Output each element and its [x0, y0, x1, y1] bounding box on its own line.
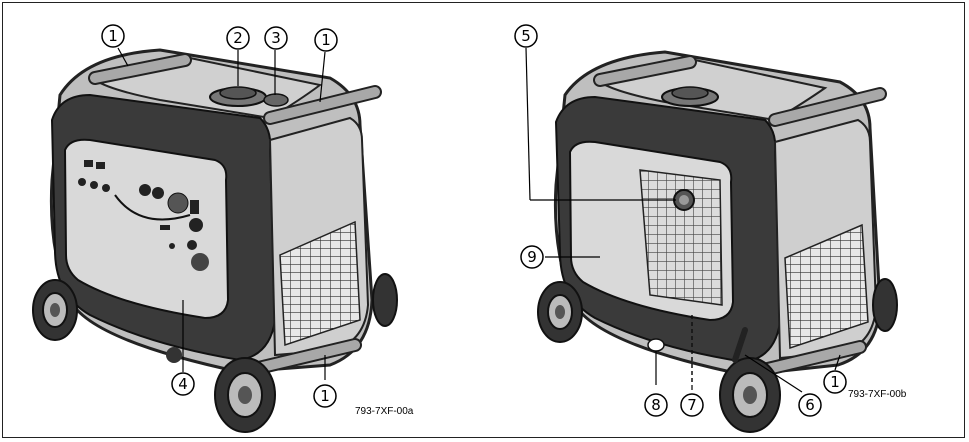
callout-8: 8 — [644, 393, 668, 417]
callout-labels: 1 2 3 1 4 1 5 9 — [101, 24, 847, 417]
callout-2: 2 — [226, 26, 250, 50]
callout-6: 6 — [798, 393, 822, 417]
figure-code-right: 793-7XF-00b — [848, 389, 907, 400]
callout-number: 1 — [830, 373, 840, 391]
callout-number: 7 — [687, 396, 697, 414]
callout-number: 2 — [233, 29, 243, 47]
callout-number: 1 — [321, 31, 331, 49]
callout-3: 3 — [264, 26, 288, 50]
callout-4: 4 — [171, 372, 195, 396]
callout-number: 3 — [271, 29, 281, 47]
callout-number: 8 — [651, 396, 661, 414]
generator-rear-view — [525, 47, 898, 433]
callout-number: 1 — [320, 387, 330, 405]
callout-number: 9 — [527, 248, 537, 266]
generator-front-view — [32, 47, 398, 433]
callout-1-left-top: 1 — [101, 24, 125, 48]
callout-9: 9 — [520, 245, 544, 269]
figure-code-left: 793-7XF-00a — [355, 406, 414, 417]
callout-1-right-bottom: 1 — [823, 370, 847, 394]
callout-7: 7 — [680, 393, 704, 417]
callout-number: 1 — [108, 27, 118, 45]
callout-5: 5 — [514, 24, 538, 48]
callout-1-left-right: 1 — [314, 28, 338, 52]
callout-number: 5 — [521, 27, 531, 45]
callout-number: 4 — [178, 375, 188, 393]
callout-1-left-bottom: 1 — [313, 384, 337, 408]
callout-number: 6 — [805, 396, 815, 414]
